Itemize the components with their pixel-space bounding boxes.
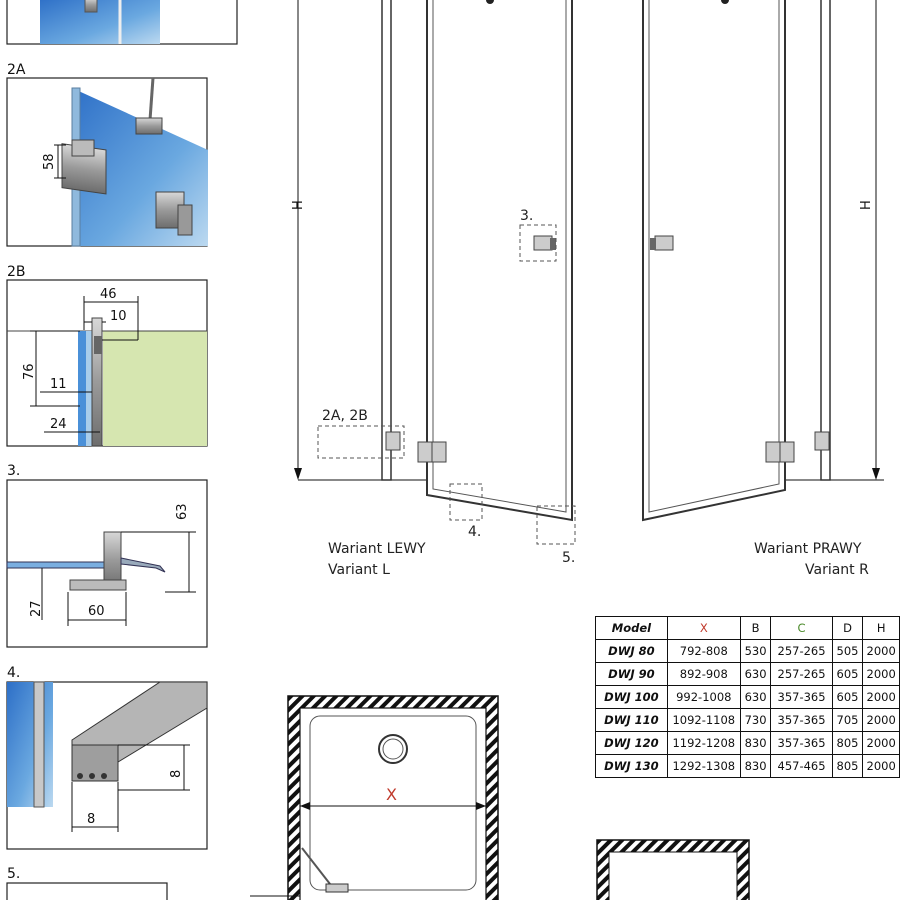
cell-c: 357-365 <box>770 731 833 755</box>
detail-2a-panel: 58 <box>6 77 208 247</box>
elevation-right: H Wariant PRAWY Variant R <box>642 0 884 578</box>
height-label-right: H <box>859 200 874 210</box>
detail-5-label: 5. <box>7 866 20 882</box>
detail-4-label: 4. <box>7 665 20 681</box>
table-row: DWJ 90 892-908 630 257-265 605 2000 <box>595 662 900 686</box>
table-row: DWJ 100 992-1008 630 357-365 605 2000 <box>595 685 900 709</box>
cell-b: 630 <box>739 662 772 686</box>
header-d: D <box>831 616 864 640</box>
dim-60: 60 <box>88 604 105 619</box>
cell-d: 805 <box>831 731 864 755</box>
caption-left-pl: Wariant LEWY <box>328 541 426 557</box>
callout-4: 4. <box>468 524 481 540</box>
caption-left-en: Variant L <box>328 562 390 578</box>
detail-2b-panel: 46 10 76 11 24 <box>6 279 208 447</box>
cell-c: 357-365 <box>770 708 833 732</box>
cell-b: 730 <box>739 708 772 732</box>
cell-d: 605 <box>831 685 864 709</box>
cell-b: 830 <box>739 731 772 755</box>
caption-right-en: Variant R <box>805 562 869 578</box>
plan-view: X <box>250 695 499 900</box>
cell-h: 2000 <box>862 754 900 778</box>
detail-1-panel <box>6 0 238 45</box>
detail-5-panel <box>6 882 168 900</box>
header-x: X <box>666 616 741 640</box>
header-c: C <box>770 616 833 640</box>
cell-b: 530 <box>739 639 772 663</box>
hinge-upper <box>61 117 163 195</box>
detail-4-panel: 8 8 <box>6 681 208 850</box>
hinge-lower <box>155 191 193 236</box>
cell-c: 257-265 <box>770 662 833 686</box>
cell-x: 992-1008 <box>666 685 741 709</box>
cell-model: DWJ 130 <box>595 754 668 778</box>
detail-2b-label: 2B <box>7 264 26 280</box>
cell-h: 2000 <box>862 731 900 755</box>
header-h: H <box>862 616 900 640</box>
table-row: DWJ 130 1292-1308 830 457-465 805 2000 <box>595 754 900 778</box>
cell-model: DWJ 120 <box>595 731 668 755</box>
cell-b: 830 <box>739 754 772 778</box>
height-label-left: H <box>291 200 306 210</box>
dim-76: 76 <box>22 363 37 380</box>
caption-right-pl: Wariant PRAWY <box>754 541 862 557</box>
cell-c: 257-265 <box>770 639 833 663</box>
cell-h: 2000 <box>862 639 900 663</box>
cell-model: DWJ 100 <box>595 685 668 709</box>
cell-h: 2000 <box>862 662 900 686</box>
cell-x: 1192-1208 <box>666 731 741 755</box>
cell-d: 605 <box>831 662 864 686</box>
dim-58: 58 <box>42 153 57 170</box>
cell-model: DWJ 110 <box>595 708 668 732</box>
header-b: B <box>739 616 772 640</box>
callout-2a-2b: 2A, 2B <box>322 408 368 424</box>
detail-2a-label: 2A <box>7 62 26 78</box>
cell-x: 792-808 <box>666 639 741 663</box>
dim-27: 27 <box>29 600 44 617</box>
detail-3-panel: 63 27 60 <box>6 479 208 648</box>
elevation-left: H 3. 2A, 2B 4. 5. Wariant LEWY Variant L <box>291 0 576 578</box>
cell-c: 457-465 <box>770 754 833 778</box>
cell-h: 2000 <box>862 685 900 709</box>
dim-24: 24 <box>50 417 67 432</box>
plan-x-label: X <box>386 785 397 804</box>
cell-x: 892-908 <box>666 662 741 686</box>
cell-x: 1092-1108 <box>666 708 741 732</box>
table-row: DWJ 120 1192-1208 830 357-365 805 2000 <box>595 731 900 755</box>
callout-3: 3. <box>520 208 533 224</box>
header-model: Model <box>595 616 668 640</box>
cell-d: 705 <box>831 708 864 732</box>
cell-h: 2000 <box>862 708 900 732</box>
dim-8-horizontal: 8 <box>87 812 95 827</box>
dimensions-table: Model X B C D H DWJ 80 792-808 530 257-2… <box>595 616 900 778</box>
cell-d: 805 <box>831 754 864 778</box>
dim-10: 10 <box>110 309 127 324</box>
cell-c: 357-365 <box>770 685 833 709</box>
cell-model: DWJ 90 <box>595 662 668 686</box>
dim-46: 46 <box>100 287 117 302</box>
dim-8-vertical: 8 <box>169 770 184 778</box>
dim-11: 11 <box>50 377 67 392</box>
cell-b: 630 <box>739 685 772 709</box>
dim-63: 63 <box>175 503 190 520</box>
table-header-row: Model X B C D H <box>595 616 900 640</box>
table-row: DWJ 80 792-808 530 257-265 505 2000 <box>595 639 900 663</box>
plan-view-2 <box>596 839 750 900</box>
table-row: DWJ 110 1092-1108 730 357-365 705 2000 <box>595 708 900 732</box>
callout-5: 5. <box>562 550 575 566</box>
cell-x: 1292-1308 <box>666 754 741 778</box>
detail-3-label: 3. <box>7 463 20 479</box>
cell-d: 505 <box>831 639 864 663</box>
cell-model: DWJ 80 <box>595 639 668 663</box>
